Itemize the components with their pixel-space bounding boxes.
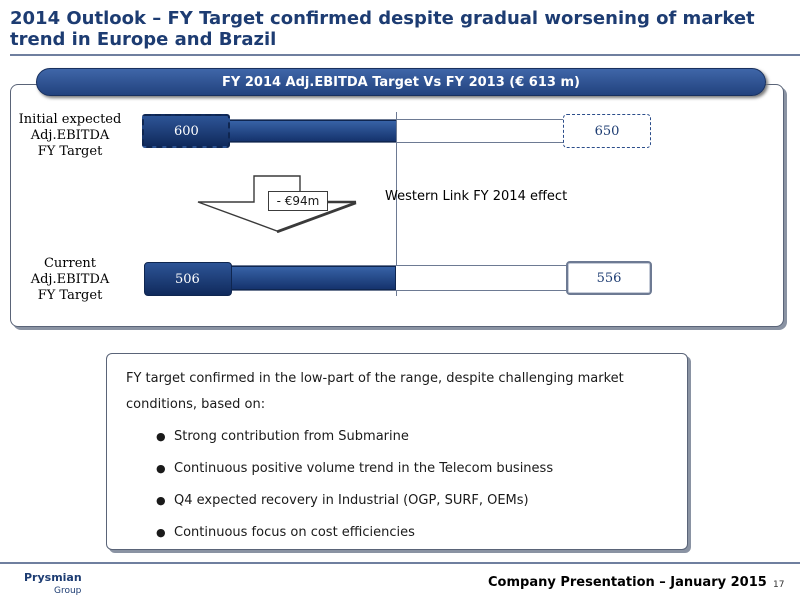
current-label-line-2: Adj.EBITDA: [30, 272, 110, 287]
initial-label-line-3: FY Target: [37, 144, 103, 159]
list-item: ● Continuous positive volume trend in the…: [156, 452, 676, 484]
bullet-text: Continuous focus on cost efficiencies: [174, 524, 415, 540]
prysmian-logo: Prysmian Group: [24, 569, 88, 597]
page-number: 17: [773, 580, 785, 590]
list-item: ● Strong contribution from Submarine: [156, 420, 676, 452]
effect-label: Western Link FY 2014 effect: [385, 189, 568, 204]
footer-divider: [0, 562, 800, 564]
footer-text: Company Presentation – January 2015: [488, 575, 767, 590]
initial-low-value: 600: [174, 123, 199, 139]
bullet-icon: ●: [156, 461, 166, 475]
initial-target-label: Initial expected Adj.EBITDA FY Target: [10, 112, 130, 160]
title-divider: [10, 54, 800, 56]
notes-intro: FY target confirmed in the low-part of t…: [126, 366, 666, 418]
current-high-value: 556: [596, 270, 622, 286]
notes-box: [106, 353, 688, 550]
title-line-1: 2014 Outlook – FY Target confirmed despi…: [10, 8, 755, 29]
initial-label-line-1: Initial expected: [18, 112, 122, 127]
panel-header: FY 2014 Adj.EBITDA Target Vs FY 2013 (€ …: [36, 68, 766, 96]
initial-high-value: 650: [594, 123, 620, 139]
current-target-label: Current Adj.EBITDA FY Target: [10, 256, 130, 304]
bullet-text: Strong contribution from Submarine: [174, 428, 409, 444]
notes-intro-line-1: FY target confirmed in the low-part of t…: [126, 371, 624, 386]
page-title: 2014 Outlook – FY Target confirmed despi…: [10, 8, 780, 50]
bullet-icon: ●: [156, 525, 166, 539]
current-low-value-box: 506: [144, 262, 232, 296]
initial-high-value-box: 650: [563, 114, 651, 148]
bullet-icon: ●: [156, 493, 166, 507]
bullet-text: Continuous positive volume trend in the …: [174, 460, 554, 476]
bullet-text: Q4 expected recovery in Industrial (OGP,…: [174, 492, 529, 508]
bullet-list: ● Strong contribution from Submarine ● Con…: [156, 420, 676, 548]
current-low-value: 506: [175, 271, 200, 287]
list-item: ● Continuous focus on cost efficiencies: [156, 516, 676, 548]
current-label-line-1: Current: [43, 256, 97, 271]
bullet-icon: ●: [156, 429, 166, 443]
logo-text-line-1: Prysmian: [24, 571, 82, 584]
logo-icon: Prysmian Group: [24, 571, 82, 596]
title-line-2: trend in Europe and Brazil: [10, 29, 277, 50]
logo-text-line-2: Group: [54, 586, 82, 596]
current-label-line-3: FY Target: [37, 288, 103, 303]
list-item: ● Q4 expected recovery in Industrial (OGP…: [156, 484, 676, 516]
current-high-value-box: 556: [566, 261, 652, 295]
initial-label-line-2: Adj.EBITDA: [30, 128, 110, 143]
reference-line: [396, 112, 397, 296]
initial-low-value-box: 600: [142, 114, 230, 148]
effect-value: - €94m: [268, 191, 328, 211]
notes-intro-line-2: conditions, based on:: [126, 397, 266, 412]
